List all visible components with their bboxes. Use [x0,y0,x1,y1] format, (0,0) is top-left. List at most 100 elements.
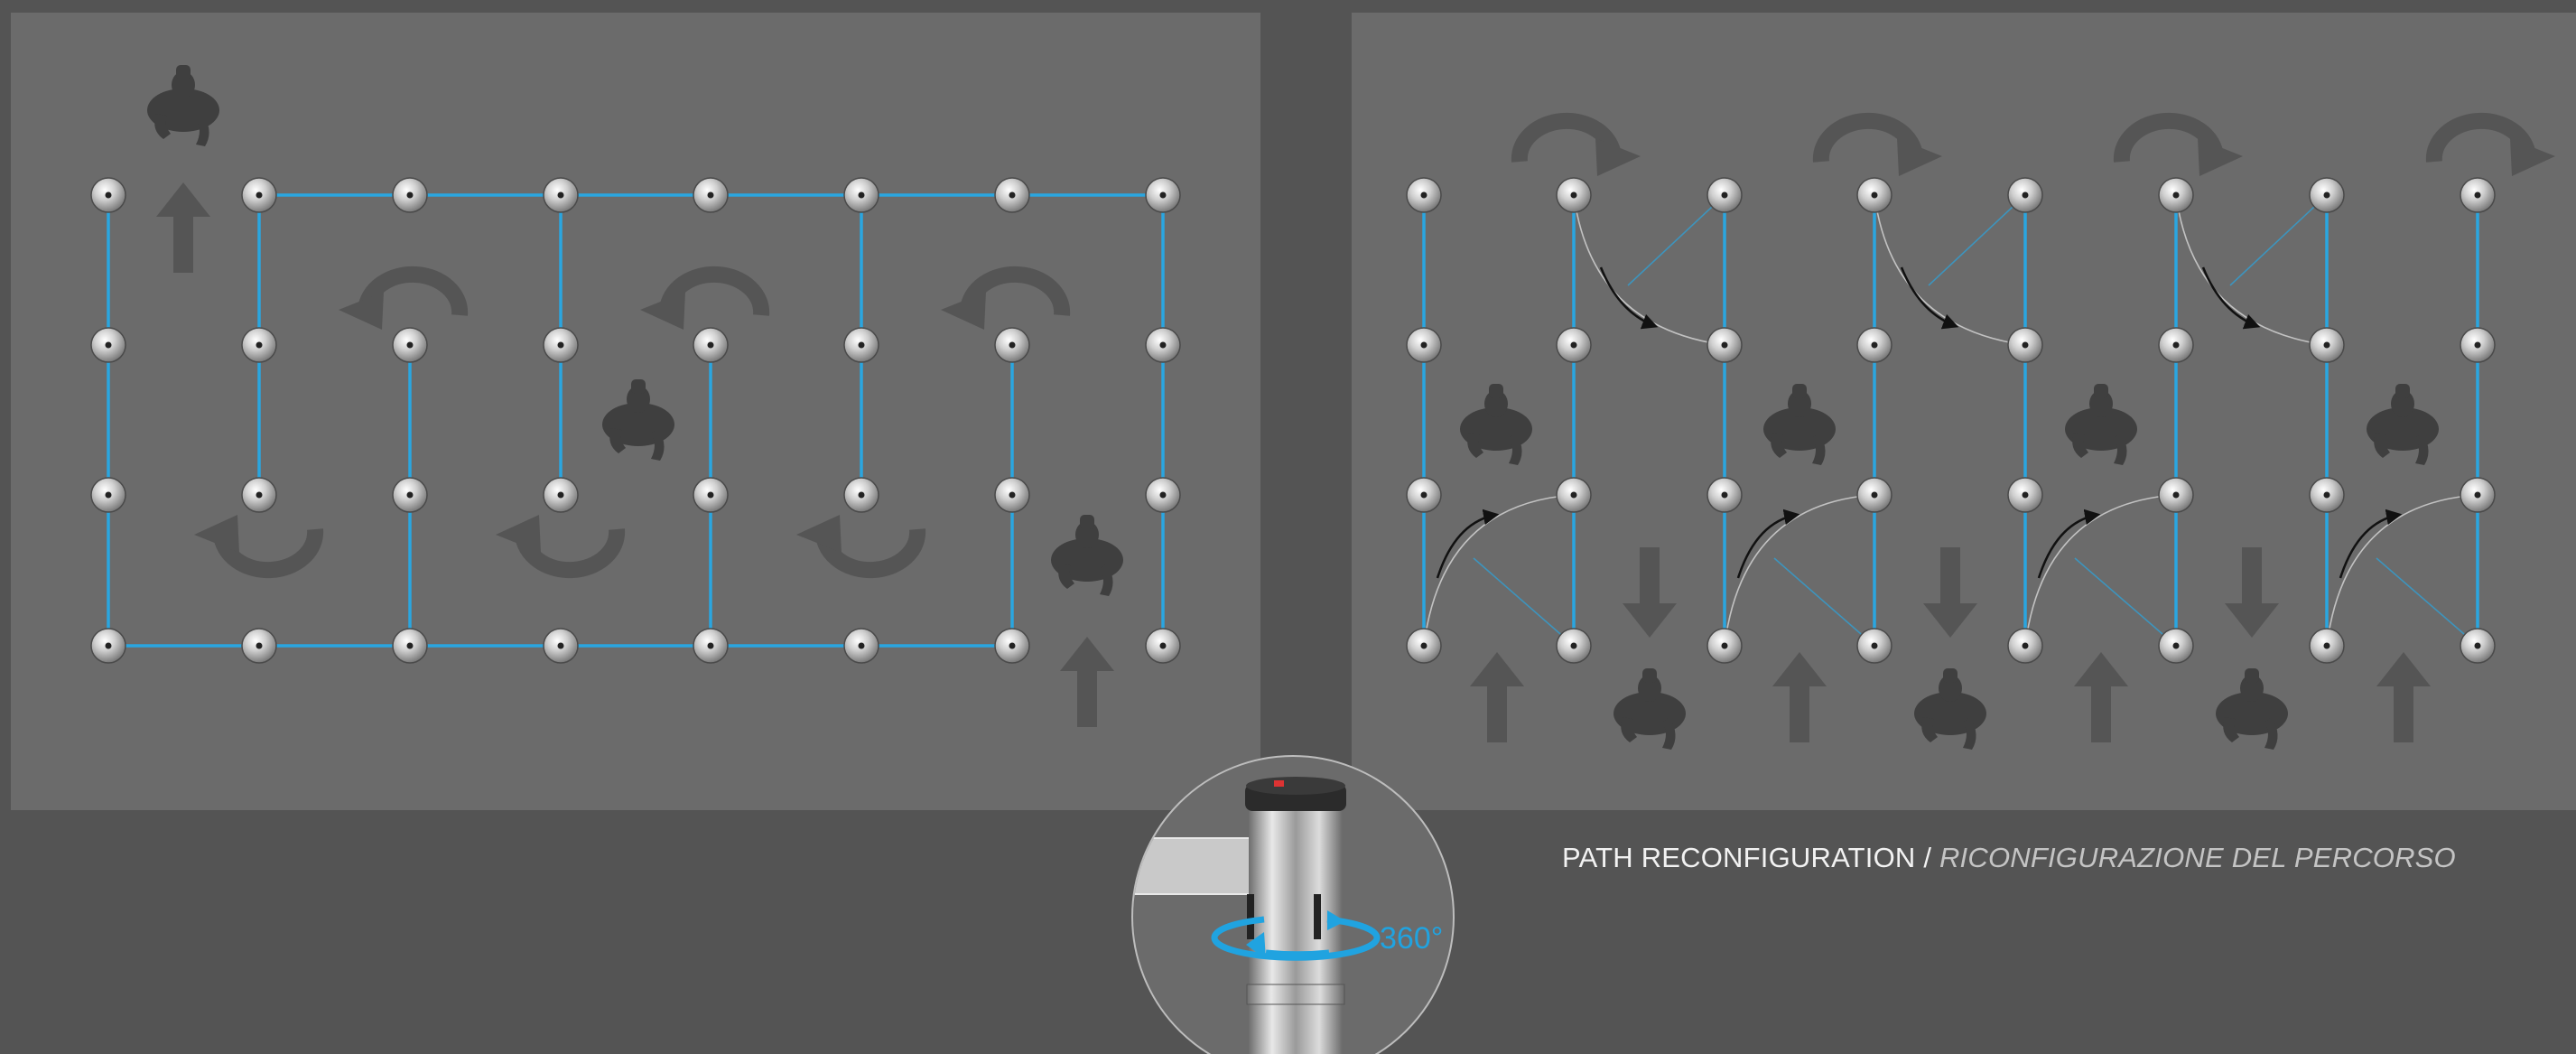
curved-arrow [496,515,617,570]
straight-arrow [1060,637,1114,727]
stanchion-post [2008,478,2042,512]
retracted-belt [1929,195,2025,285]
stanchion-post [693,478,728,512]
stanchion-post [544,178,578,212]
stanchion-post [1407,629,1441,663]
stanchion-post [1146,478,1180,512]
stanchion-post [844,629,879,663]
stanchion-post [2008,629,2042,663]
stanchion-post [2310,328,2344,362]
stanchion-post [393,178,427,212]
retracted-belt [2327,495,2478,646]
straight-arrow [1623,547,1677,638]
retracted-belt [1725,495,1874,646]
retracted-belt [2230,195,2327,285]
retracted-belt [1474,558,1574,646]
rotation-detail [1120,756,1454,1054]
caption: PATH RECONFIGURATION / RICONFIGURAZIONE … [1562,842,2456,874]
stanchion-post [1857,328,1892,362]
stanchion-post [1707,629,1742,663]
swing-arrow [2340,515,2399,578]
stanchion-post [91,178,126,212]
stanchion-post [393,328,427,362]
straight-arrow [156,182,210,273]
stanchion-post [693,328,728,362]
retracted-belt [1628,195,1725,285]
swing-arrow [1902,267,1956,326]
stanchion-post [1707,478,1742,512]
stanchion-post [693,629,728,663]
stanchion-post [1557,629,1591,663]
stanchion-post [995,328,1029,362]
swing-arrow [2039,515,2097,578]
straight-arrow [1923,547,1977,638]
swing-arrow [1437,515,1496,578]
person-figure [1914,668,1986,750]
curved-arrow [2434,121,2555,176]
stanchion-post [1557,478,1591,512]
person-figure [1613,668,1686,750]
stanchion-post [2008,328,2042,362]
stanchion-post [1146,178,1180,212]
person-figure [602,379,674,461]
stanchion-post [2460,629,2495,663]
stanchion-post [91,478,126,512]
stanchion-post [544,328,578,362]
straight-arrow [2376,652,2431,742]
curved-arrow [1520,121,1641,176]
rotation-label: 360° [1380,921,1443,956]
retracted-belt [2376,558,2478,646]
stanchion-post [2159,629,2193,663]
person-figure [1763,384,1836,465]
caption-main: PATH RECONFIGURATION [1562,842,1916,873]
stanchion-post [1407,178,1441,212]
curved-arrow [339,275,460,330]
straight-arrow [2225,547,2279,638]
stanchion-post [1707,328,1742,362]
straight-arrow [1470,652,1524,742]
stanchion-post [844,328,879,362]
person-figure [1051,515,1123,596]
curved-arrow [1821,121,1942,176]
retracted-belt [2075,558,2176,646]
caption-separator: / [1916,842,1939,873]
swing-arrow [1601,267,1655,326]
stanchion-post [995,629,1029,663]
curved-arrow [194,515,315,570]
stanchion-post [242,178,276,212]
person-figure [1460,384,1532,465]
retracted-belt [2025,495,2176,646]
stanchion-post [844,178,879,212]
stanchion-post [1146,629,1180,663]
person-figure [2065,384,2137,465]
stanchion-post [393,478,427,512]
stanchion-post [995,178,1029,212]
stanchion-post [2310,178,2344,212]
straight-arrow [2074,652,2128,742]
caption-italic: RICONFIGURAZIONE DEL PERCORSO [1939,842,2456,873]
stanchion-post [693,178,728,212]
flow-arrows [156,121,2555,742]
stanchion-post [2460,478,2495,512]
straight-arrow [1772,652,1827,742]
stanchion-post [91,629,126,663]
stanchion-post [1707,178,1742,212]
stanchion-post [1407,328,1441,362]
stanchion-post [544,478,578,512]
stanchion-post [2159,478,2193,512]
stanchion-post [2310,478,2344,512]
stanchion-post [1857,478,1892,512]
stanchion-post [2159,178,2193,212]
stanchion-post [1146,328,1180,362]
stanchion-post [544,629,578,663]
swing-arrow [2203,267,2257,326]
person-figure [147,65,219,146]
stanchion-post [1407,478,1441,512]
swing-arrow [1738,515,1797,578]
curved-arrow [2122,121,2243,176]
retracted-belt [1774,558,1874,646]
stanchion-post [995,478,1029,512]
person-figure [2216,668,2288,750]
stanchion-post [1857,178,1892,212]
stanchion-post [242,629,276,663]
